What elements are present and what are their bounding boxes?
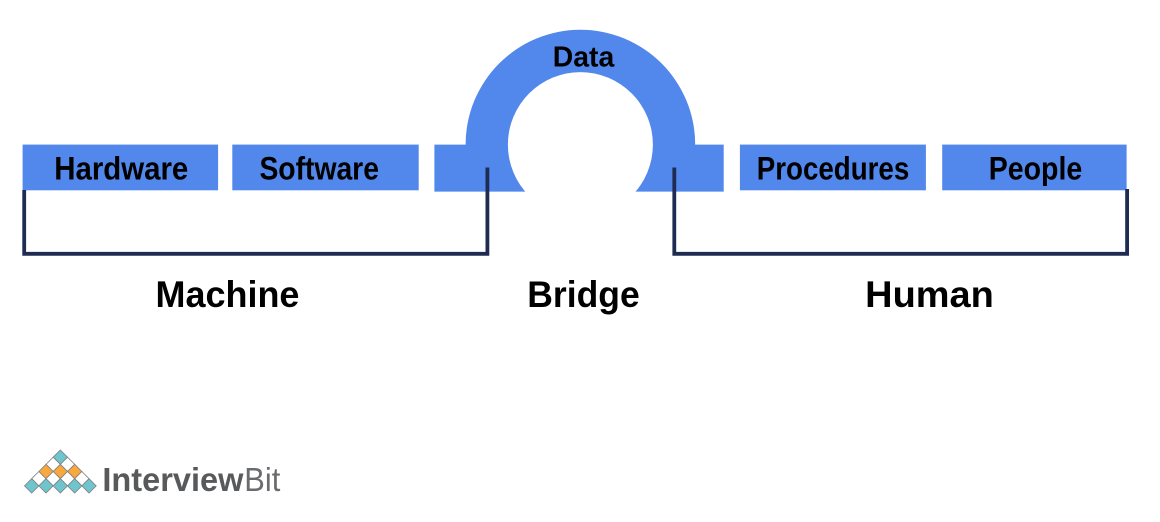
svg-text:People: People bbox=[989, 150, 1083, 187]
svg-text:Bridge: Bridge bbox=[527, 273, 639, 315]
svg-text:Bit: Bit bbox=[244, 461, 280, 498]
svg-text:Procedures: Procedures bbox=[757, 150, 910, 187]
svg-text:Hardware: Hardware bbox=[54, 150, 188, 187]
svg-text:Data: Data bbox=[553, 41, 616, 73]
svg-text:Machine: Machine bbox=[156, 273, 300, 315]
svg-text:Interview: Interview bbox=[102, 461, 243, 498]
svg-text:Software: Software bbox=[259, 150, 379, 187]
svg-text:Human: Human bbox=[865, 273, 994, 315]
